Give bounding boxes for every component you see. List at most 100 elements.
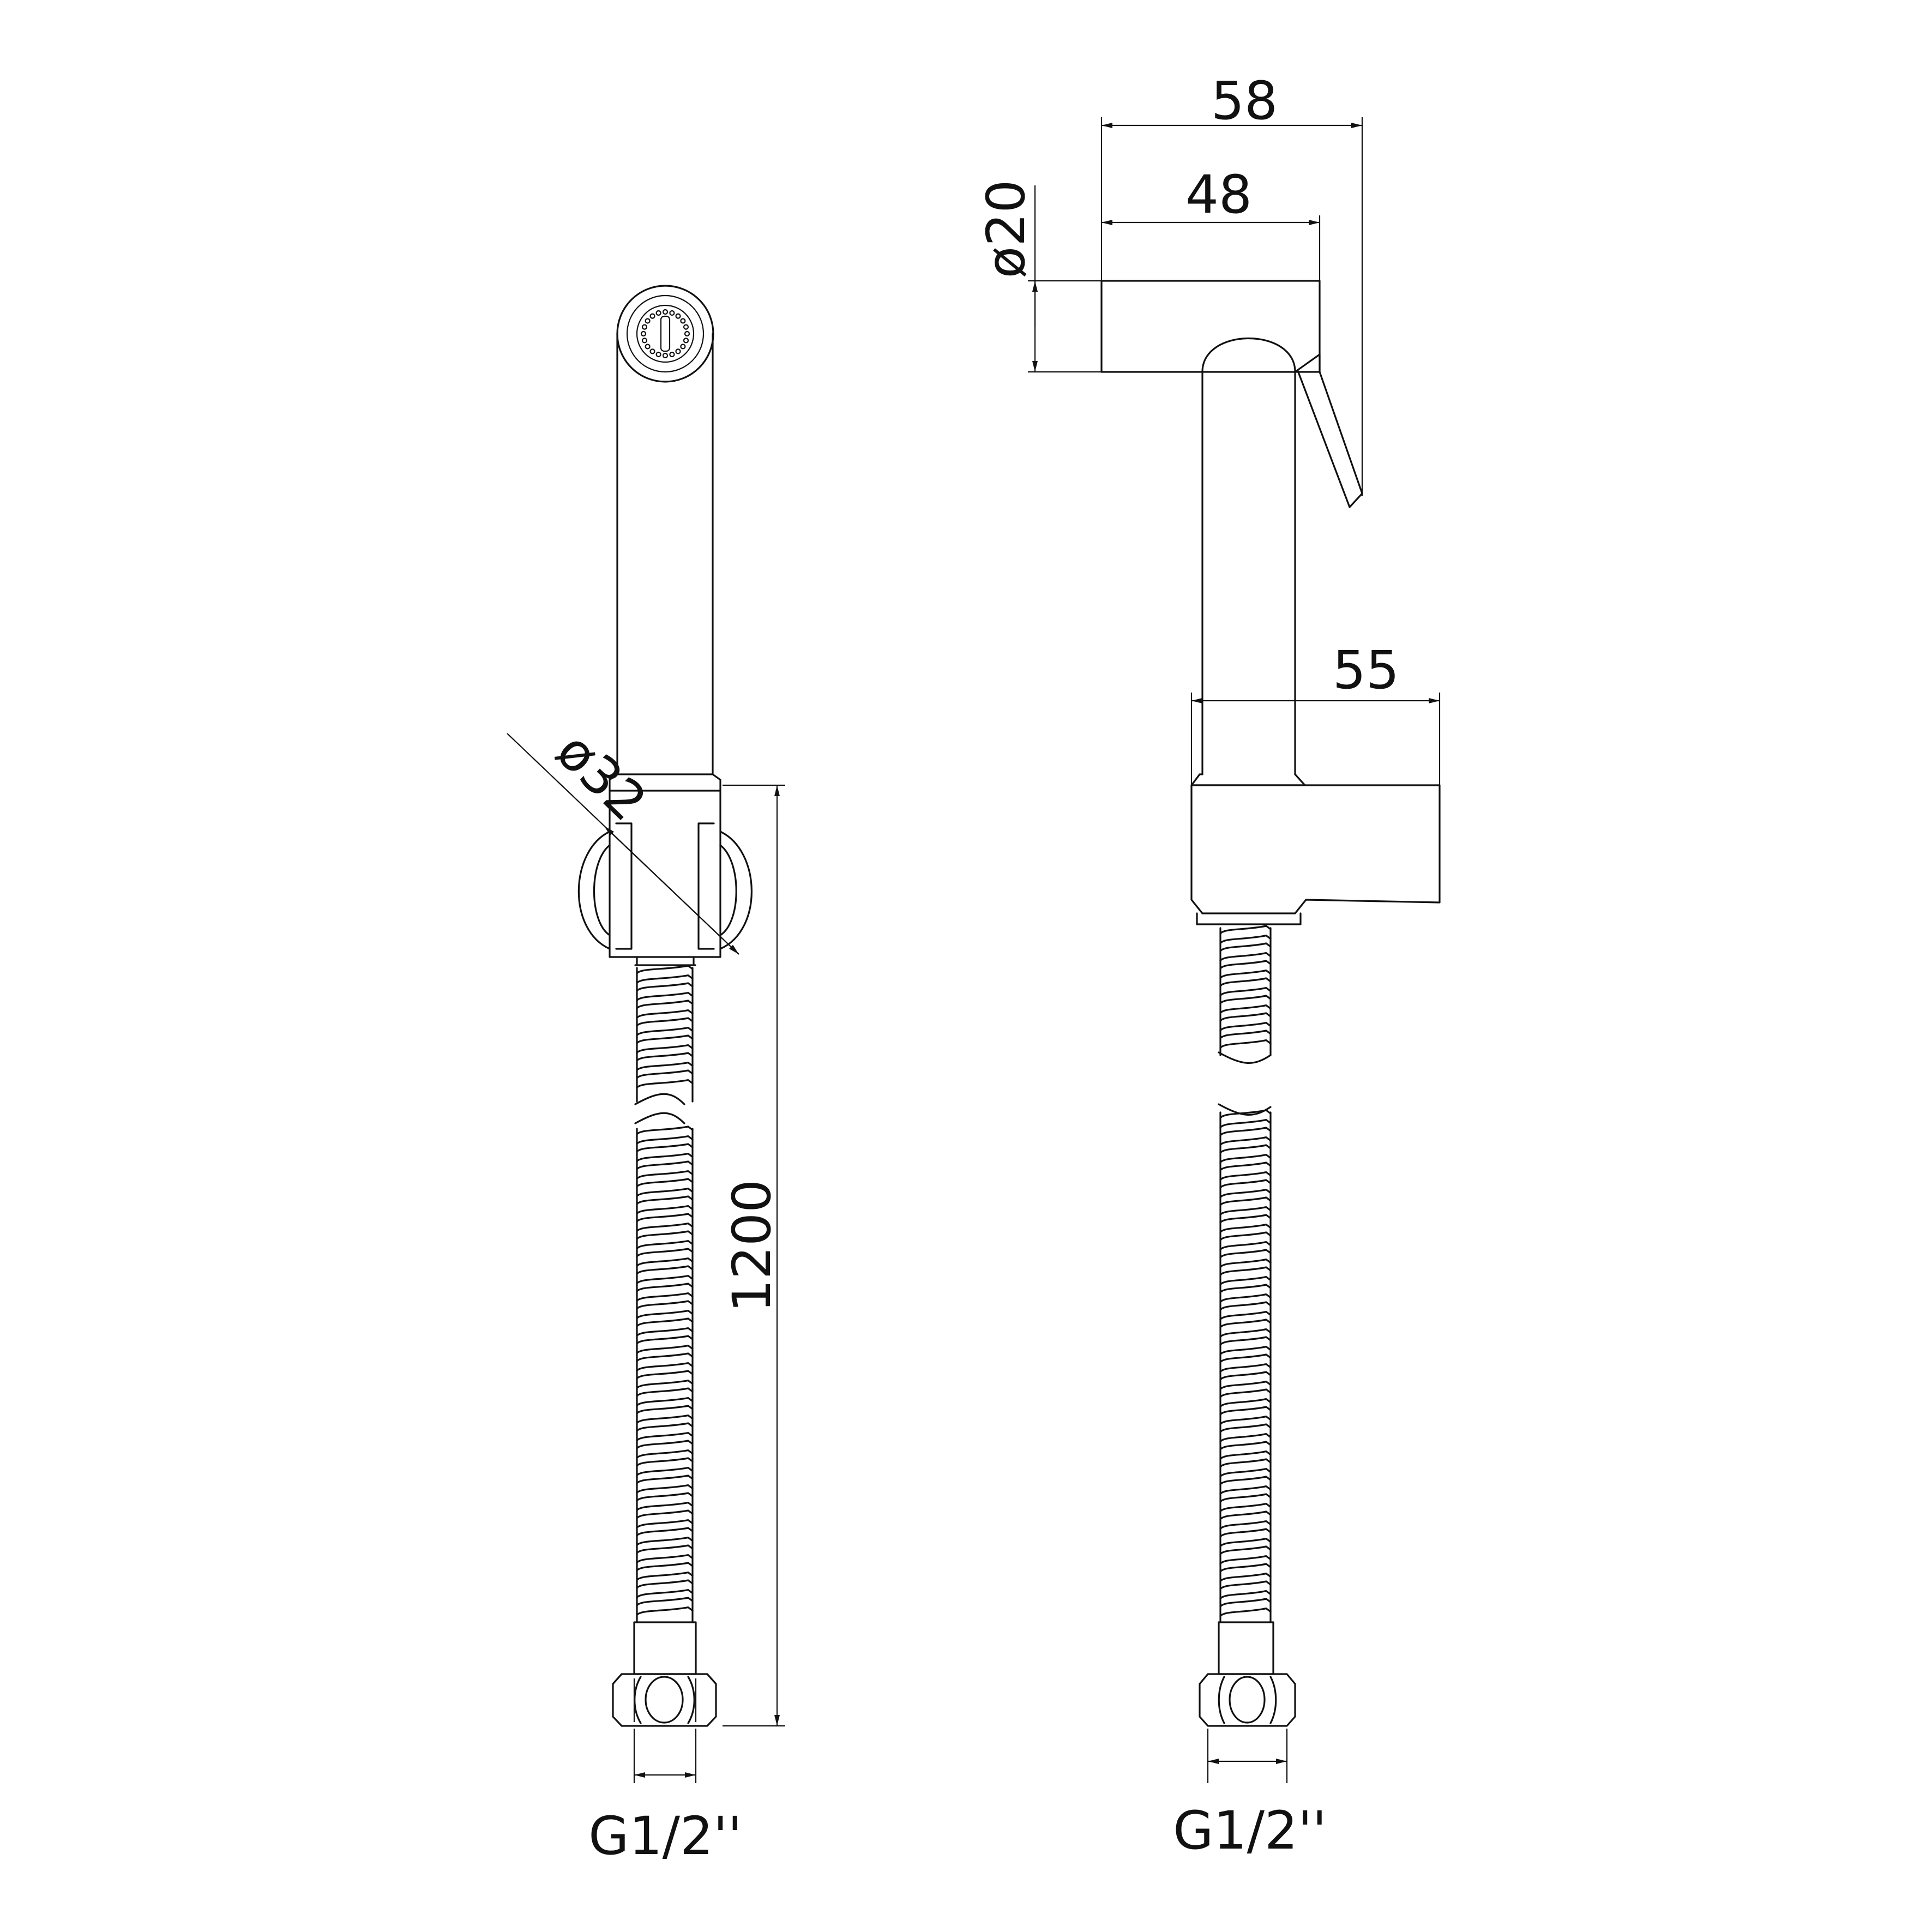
hose-coil bbox=[1219, 1030, 1272, 1049]
hose-outline bbox=[636, 1128, 694, 1623]
dimension-diameter-20: ø20 bbox=[976, 180, 1102, 373]
hose-coil bbox=[1219, 977, 1272, 997]
hose-coil bbox=[636, 1335, 694, 1355]
front-view: ø32 1200 G1/2'' bbox=[507, 285, 785, 1867]
hose-coil bbox=[636, 1069, 694, 1089]
nozzle-hole bbox=[680, 318, 686, 324]
hose-coil bbox=[1219, 1458, 1272, 1478]
hose-coil bbox=[1219, 1249, 1272, 1268]
hose-coil bbox=[1219, 1127, 1272, 1146]
side-collar bbox=[1190, 700, 1306, 786]
hose-coil bbox=[1219, 995, 1272, 1014]
nozzle-hole bbox=[641, 324, 648, 330]
dimension-length-1200: 1200 bbox=[721, 784, 785, 1727]
hose-coil bbox=[636, 1052, 694, 1072]
nozzle-hole bbox=[655, 351, 661, 358]
side-hose-end-fitting bbox=[1199, 1621, 1296, 1727]
hose-coil bbox=[1219, 1144, 1272, 1164]
nozzle-hole bbox=[683, 324, 689, 330]
nozzle-hole bbox=[675, 313, 681, 319]
hose-coil bbox=[1219, 1493, 1272, 1513]
hose-coil bbox=[636, 1405, 694, 1424]
hose-outline bbox=[1219, 1111, 1272, 1623]
hose-coil bbox=[636, 1474, 694, 1494]
hose-coil bbox=[1219, 1284, 1272, 1303]
nozzle-hole bbox=[662, 309, 669, 315]
hose-coil bbox=[636, 1017, 694, 1037]
hose-end-fitting bbox=[612, 1621, 717, 1727]
hose-coil bbox=[1219, 1301, 1272, 1321]
wall-holder bbox=[577, 790, 753, 958]
hose-coil bbox=[1219, 1266, 1272, 1286]
hose-coil bbox=[1219, 925, 1272, 944]
hose-coil bbox=[1219, 1580, 1272, 1600]
nozzle-hole bbox=[683, 338, 689, 344]
nozzle-holes bbox=[640, 309, 690, 359]
hose-coil bbox=[1219, 1388, 1272, 1408]
hose-coil bbox=[1219, 1319, 1272, 1338]
side-holder bbox=[1190, 784, 1441, 914]
dimension-diameter-32: ø32 bbox=[507, 720, 739, 955]
side-spray-head bbox=[1100, 280, 1321, 373]
dim-label-width-48: 48 bbox=[1185, 164, 1252, 225]
hose-coil bbox=[1219, 1353, 1272, 1373]
hose-coil bbox=[636, 1283, 694, 1302]
dimension-thread-front: G1/2'' bbox=[588, 1729, 742, 1867]
dim-label-width-58: 58 bbox=[1211, 70, 1278, 131]
hose-coil bbox=[636, 1248, 694, 1267]
nozzle-hole bbox=[669, 310, 675, 316]
hose-coil bbox=[1219, 1161, 1272, 1181]
hose-coil bbox=[1219, 942, 1272, 962]
hose-coil bbox=[1219, 960, 1272, 979]
nozzle-hole bbox=[649, 348, 655, 354]
hose-coil bbox=[636, 1034, 694, 1054]
hose-coil bbox=[636, 1317, 694, 1337]
side-flexible-hose bbox=[1218, 925, 1272, 1623]
hose-coil bbox=[636, 1143, 694, 1163]
nozzle-hole bbox=[645, 344, 651, 350]
side-view: 58 48 ø20 55 G1/2'' bbox=[976, 70, 1441, 1861]
nozzle-hole bbox=[675, 348, 681, 354]
hose-outline bbox=[636, 967, 694, 1103]
nozzle-hole bbox=[684, 330, 690, 337]
flexible-hose bbox=[634, 956, 696, 1623]
hose-coil bbox=[1219, 1476, 1272, 1495]
hose-coil bbox=[636, 1370, 694, 1389]
hose-coil bbox=[636, 1457, 694, 1477]
dim-label-diameter-20: ø20 bbox=[976, 180, 1037, 279]
hose-coil bbox=[636, 1562, 694, 1581]
hose-coil bbox=[636, 1178, 694, 1197]
nozzle-hole bbox=[645, 318, 651, 324]
hose-coil bbox=[1219, 1598, 1272, 1617]
hose-coil bbox=[636, 1265, 694, 1285]
hose-outline bbox=[1219, 927, 1272, 1056]
hose-coil bbox=[636, 1126, 694, 1145]
hose-coil bbox=[1219, 1545, 1272, 1565]
hose-coil bbox=[636, 965, 694, 984]
hose-coil bbox=[1219, 1563, 1272, 1582]
nozzle-hole bbox=[680, 344, 686, 350]
hose-coil bbox=[636, 982, 694, 1002]
hose-coil bbox=[1219, 1109, 1272, 1129]
hose-coil bbox=[636, 1544, 694, 1564]
hose-coil bbox=[636, 1213, 694, 1232]
nozzle-hole bbox=[655, 310, 661, 316]
dimension-thread-side: G1/2'' bbox=[1173, 1729, 1327, 1861]
hose-coil bbox=[636, 1160, 694, 1180]
side-handle-neck bbox=[1201, 338, 1296, 775]
hose-coil bbox=[636, 1509, 694, 1529]
hose-coil bbox=[1219, 1336, 1272, 1356]
hose-coil bbox=[636, 1000, 694, 1019]
hose-coil bbox=[1219, 1406, 1272, 1425]
hose-coil bbox=[1219, 1371, 1272, 1391]
hose-coil bbox=[1219, 1423, 1272, 1443]
handle-body bbox=[616, 333, 714, 775]
hose-coil bbox=[1219, 1012, 1272, 1032]
hose-coil bbox=[636, 1579, 694, 1599]
nozzle-hole bbox=[662, 352, 669, 359]
hose-coil bbox=[1219, 1214, 1272, 1233]
hose-coil bbox=[636, 1440, 694, 1459]
dim-label-diameter-32: ø32 bbox=[545, 720, 658, 833]
dimension-width-48: 48 bbox=[1102, 164, 1321, 281]
